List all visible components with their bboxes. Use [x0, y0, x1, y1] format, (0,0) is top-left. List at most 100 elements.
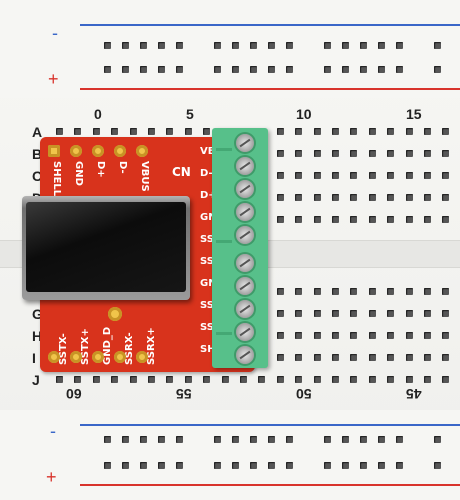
- terminal-screw: [236, 203, 254, 221]
- breadboard-hole: [350, 128, 358, 135]
- breadboard-hole: [313, 354, 321, 361]
- breadboard-hole: [405, 310, 413, 317]
- breadboard-hole: [442, 128, 450, 135]
- terminal-ridge: [216, 240, 232, 243]
- breadboard-hole: [92, 376, 100, 383]
- breadboard-hole: [332, 288, 339, 295]
- breadboard-hole: [405, 288, 413, 295]
- breadboard-hole: [350, 288, 358, 295]
- breadboard-hole: [313, 150, 321, 157]
- breadboard-hole: [350, 310, 358, 317]
- breadboard-hole: [332, 216, 339, 223]
- breadboard-hole: [387, 354, 395, 361]
- breadboard-hole: [276, 150, 284, 157]
- breadboard-hole: [332, 354, 339, 361]
- breadboard-hole: [276, 310, 284, 317]
- breadboard-hole: [396, 462, 403, 469]
- breadboard-hole: [214, 42, 221, 49]
- terminal-ridge: [216, 332, 232, 335]
- breadboard-hole: [276, 194, 284, 201]
- pad-shell-top: [48, 145, 60, 157]
- breadboard-hole: [56, 376, 63, 383]
- breadboard-hole: [332, 194, 339, 201]
- breadboard-hole: [276, 288, 284, 295]
- breadboard-hole: [276, 128, 284, 135]
- screw-terminal-block: [212, 128, 268, 368]
- breadboard-hole: [442, 288, 450, 295]
- breadboard-hole: [295, 332, 303, 339]
- breadboard-hole: [424, 332, 431, 339]
- breadboard-hole: [268, 436, 275, 443]
- breadboard-hole: [405, 128, 413, 135]
- breadboard-hole: [104, 436, 111, 443]
- breadboard-hole: [405, 150, 413, 157]
- breadboard-hole: [313, 194, 321, 201]
- breadboard-hole: [140, 436, 147, 443]
- terminal-ridge: [216, 148, 232, 151]
- pad-vbus-top: [136, 145, 148, 157]
- breadboard-hole: [129, 128, 137, 135]
- breadboard-hole: [268, 42, 275, 49]
- breadboard-hole: [405, 332, 413, 339]
- breadboard-hole: [360, 42, 367, 49]
- terminal-screw: [236, 277, 254, 295]
- breadboard-hole: [221, 376, 229, 383]
- terminal-screw: [236, 323, 254, 341]
- breadboard-hole: [434, 66, 441, 73]
- breadboard-hole: [122, 42, 129, 49]
- breadboard-hole: [332, 310, 339, 317]
- breadboard-hole: [140, 66, 147, 73]
- silk-vbus-top: VBUS: [139, 161, 150, 192]
- breadboard-hole: [148, 128, 155, 135]
- breadboard-hole: [424, 216, 431, 223]
- pad-dplus-top: [92, 145, 104, 157]
- breadboard-hole: [203, 376, 211, 383]
- breadboard-hole: [360, 436, 367, 443]
- breadboard-hole: [313, 376, 321, 383]
- breadboard-hole: [295, 354, 303, 361]
- breadboard-hole: [424, 128, 431, 135]
- breadboard-hole: [324, 436, 331, 443]
- breadboard-hole: [158, 42, 165, 49]
- terminal-screw: [236, 254, 254, 272]
- breadboard-hole: [176, 42, 183, 49]
- breadboard-hole: [140, 42, 147, 49]
- breadboard-hole: [368, 310, 376, 317]
- top-rail-red-line: [80, 88, 460, 90]
- row-label-j: J: [32, 372, 40, 388]
- breadboard-hole: [74, 128, 82, 135]
- breadboard-hole: [368, 150, 376, 157]
- breadboard-hole: [424, 354, 431, 361]
- breadboard-hole: [295, 172, 303, 179]
- breadboard-hole: [424, 310, 431, 317]
- breadboard-hole: [405, 354, 413, 361]
- breadboard-hole: [405, 172, 413, 179]
- row-label-i: I: [32, 350, 36, 366]
- breadboard-hole: [442, 310, 450, 317]
- breadboard-hole: [368, 216, 376, 223]
- bottom-power-rail: - +: [0, 410, 460, 500]
- breadboard-hole: [295, 216, 303, 223]
- top-power-rail: - +: [0, 0, 460, 98]
- breadboard-hole: [387, 376, 395, 383]
- breadboard-hole: [158, 66, 165, 73]
- terminal-screw: [236, 300, 254, 318]
- breadboard-hole: [295, 194, 303, 201]
- breadboard-hole: [111, 376, 119, 383]
- breadboard-hole: [424, 194, 431, 201]
- bottom-rail-red-line: [80, 484, 460, 486]
- breadboard-hole: [324, 66, 331, 73]
- breadboard-hole: [232, 66, 239, 73]
- breadboard-hole: [313, 288, 321, 295]
- breadboard-hole: [368, 172, 376, 179]
- breadboard-hole: [232, 436, 239, 443]
- breadboard-hole: [387, 128, 395, 135]
- breadboard-hole: [56, 128, 63, 135]
- silk-dminus-top: D-: [117, 161, 128, 174]
- bottom-rail-minus-symbol: -: [50, 421, 56, 441]
- breadboard-hole: [350, 194, 358, 201]
- breadboard-hole: [378, 42, 385, 49]
- breadboard-hole: [368, 354, 376, 361]
- breadboard-hole: [434, 436, 441, 443]
